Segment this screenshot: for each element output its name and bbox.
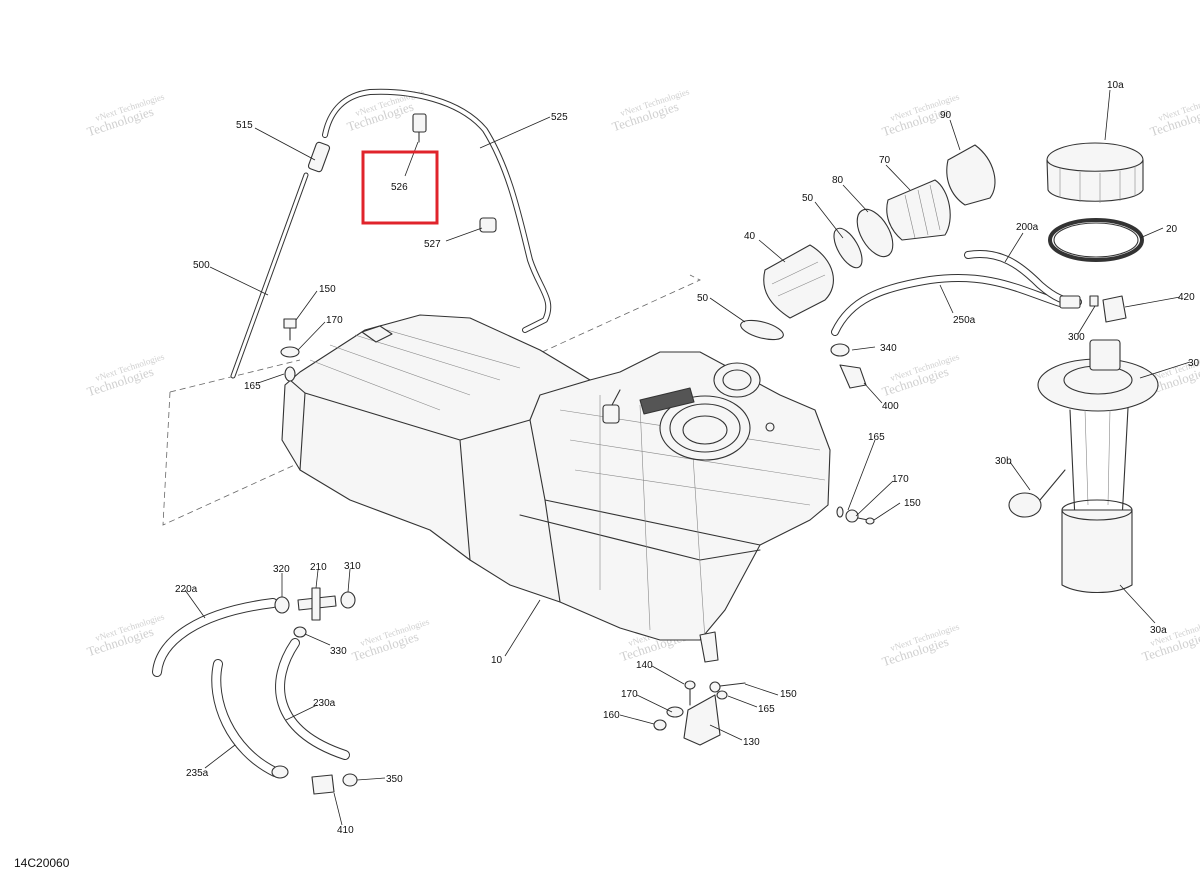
part-label[interactable]: 160 bbox=[603, 710, 620, 721]
right-fasteners bbox=[836, 506, 875, 525]
leader-lines bbox=[184, 89, 1191, 826]
valve-part bbox=[412, 113, 427, 143]
part-label[interactable]: 526 bbox=[391, 182, 408, 193]
lock-ring bbox=[1046, 142, 1144, 203]
part-label[interactable]: 525 bbox=[551, 112, 568, 123]
drawing-code: 14C20060 bbox=[14, 856, 70, 870]
left-fasteners bbox=[280, 318, 300, 382]
part-label[interactable]: 140 bbox=[636, 660, 653, 671]
part-label[interactable]: 515 bbox=[236, 120, 253, 131]
part-label[interactable]: 40 bbox=[744, 231, 756, 242]
tee-fitting bbox=[271, 587, 358, 795]
part-label[interactable]: 340 bbox=[880, 343, 897, 354]
clip-part bbox=[479, 217, 497, 233]
part-label[interactable]: 80 bbox=[832, 175, 844, 186]
part-label[interactable]: 170 bbox=[892, 474, 909, 485]
part-label[interactable]: 330 bbox=[330, 646, 347, 657]
part-number-labels: 10a 90 70 80 50 40 20 200a 420 300 250a … bbox=[175, 80, 1200, 836]
part-label[interactable]: 30a bbox=[1150, 625, 1167, 636]
fuel-pump-module bbox=[1008, 339, 1159, 593]
part-label[interactable]: 310 bbox=[344, 561, 361, 572]
part-label[interactable]: 210 bbox=[310, 562, 327, 573]
part-label[interactable]: 320 bbox=[273, 564, 290, 575]
part-label[interactable]: 220a bbox=[175, 584, 198, 595]
part-label[interactable]: 150 bbox=[904, 498, 921, 509]
part-label[interactable]: 50 bbox=[697, 293, 709, 304]
fuel-tank bbox=[281, 314, 831, 663]
part-label[interactable]: 70 bbox=[879, 155, 891, 166]
part-label[interactable]: 500 bbox=[193, 260, 210, 271]
mount-bracket bbox=[653, 680, 746, 746]
part-label[interactable]: 200a bbox=[1016, 222, 1039, 233]
part-label[interactable]: 420 bbox=[1178, 292, 1195, 303]
part-label[interactable]: 20 bbox=[1166, 224, 1178, 235]
part-label[interactable]: 150 bbox=[780, 689, 797, 700]
part-label[interactable]: 170 bbox=[621, 689, 638, 700]
part-label[interactable]: 130 bbox=[743, 737, 760, 748]
part-label[interactable]: 10a bbox=[1107, 80, 1124, 91]
highlight-box[interactable] bbox=[361, 150, 439, 225]
part-label[interactable]: 90 bbox=[940, 110, 952, 121]
pump-seal bbox=[1048, 218, 1144, 262]
part-label[interactable]: 300 bbox=[1068, 332, 1085, 343]
vent-fitting bbox=[307, 141, 331, 173]
part-label[interactable]: 400 bbox=[882, 401, 899, 412]
part-label[interactable]: 30 bbox=[1188, 358, 1200, 369]
part-label[interactable]: 170 bbox=[326, 315, 343, 326]
part-label[interactable]: 165 bbox=[758, 704, 775, 715]
part-label[interactable]: 527 bbox=[424, 239, 441, 250]
part-label[interactable]: 10 bbox=[491, 655, 503, 666]
part-label[interactable]: 235a bbox=[186, 768, 209, 779]
tank-boundary-dashed bbox=[162, 274, 701, 526]
part-label[interactable]: 50 bbox=[802, 193, 814, 204]
part-label[interactable]: 165 bbox=[868, 432, 885, 443]
filler-assembly bbox=[740, 144, 996, 341]
part-label[interactable]: 230a bbox=[313, 698, 336, 709]
hose-250a bbox=[831, 274, 1064, 336]
part-label[interactable]: 350 bbox=[386, 774, 403, 785]
part-label[interactable]: 410 bbox=[337, 825, 354, 836]
part-label[interactable]: 30b bbox=[995, 456, 1012, 467]
part-label[interactable]: 165 bbox=[244, 381, 261, 392]
part-label[interactable]: 250a bbox=[953, 315, 976, 326]
part-label[interactable]: 150 bbox=[319, 284, 336, 295]
